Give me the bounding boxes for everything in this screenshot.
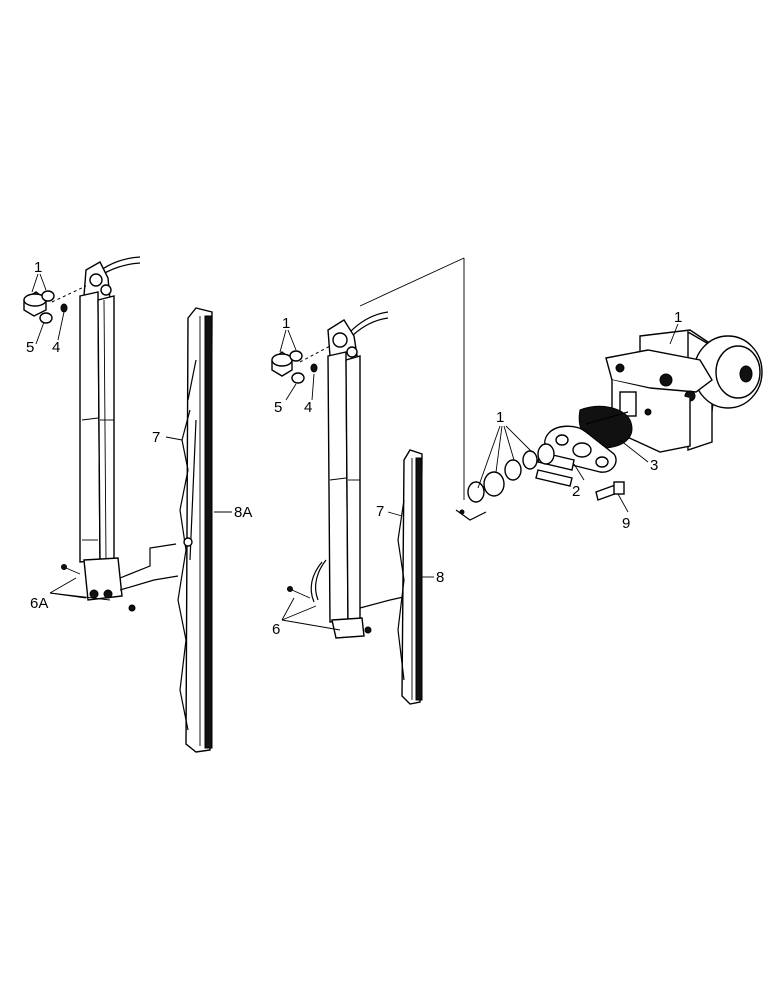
center-callout-lines [279,329,434,631]
spindle-parts-label-1: 1 [496,409,504,426]
left-wiper-blade [177,307,213,753]
center-label-7: 7 [376,503,384,520]
center-wiper-blade [397,449,423,705]
motor-label-3: 3 [650,457,658,474]
center-acorn-nut-and-washer [271,345,331,384]
left-label-8a: 8A [234,504,252,521]
bolt-part-9 [595,481,625,501]
left-label-4: 4 [52,339,60,356]
center-label-5: 5 [274,399,282,416]
center-label-8: 8 [436,569,444,586]
left-acorn-nut-and-washer [23,285,87,324]
center-label-1: 1 [282,315,290,332]
center-label-4: 4 [304,399,312,416]
left-wiper-arm [61,256,179,612]
left-callout-lines [31,273,232,601]
motor-label-2: 2 [572,483,580,500]
left-label-5: 5 [26,339,34,356]
wiper-motor [605,329,763,453]
left-label-1: 1 [34,259,42,276]
motor-callout-lines [477,323,679,513]
left-label-7: 7 [152,429,160,446]
routing-leader-lines [359,257,465,500]
center-label-6: 6 [272,621,280,638]
motor-label-1: 1 [674,309,682,326]
spindle-nuts-and-washers [455,443,555,521]
left-label-6a: 6A [30,595,48,612]
center-wiper-arm [287,311,409,639]
motor-label-9: 9 [622,515,630,532]
